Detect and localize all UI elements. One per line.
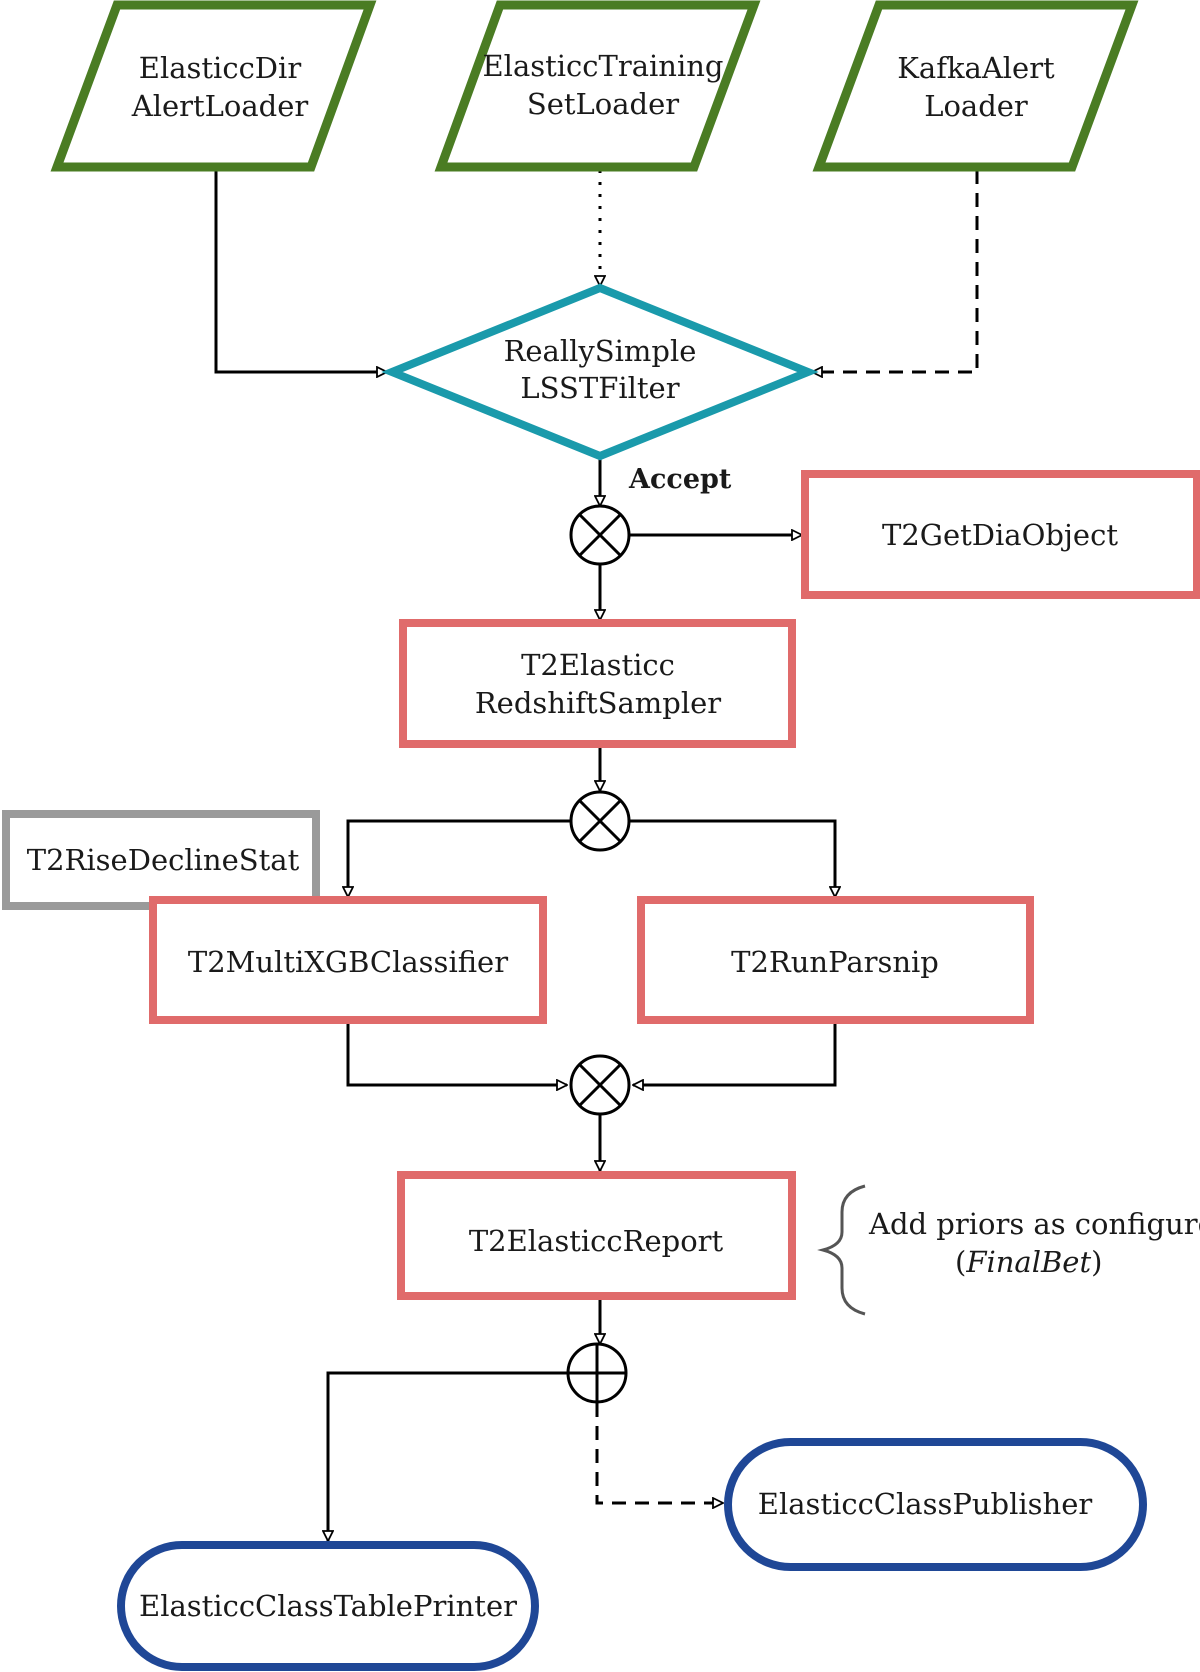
node-label: ElasticcClassPublisher: [758, 1487, 1093, 1521]
node-t2-elasticc-report: T2ElasticcReport: [397, 1171, 796, 1300]
node-label-line2: LSSTFilter: [520, 371, 679, 405]
node-elasticc-class-publisher: ElasticcClassPublisher: [724, 1438, 1147, 1571]
annotation-line2: (FinalBet): [955, 1245, 1102, 1279]
input-parallelogram: [434, 0, 761, 172]
node-t2-run-parsnip: T2RunParsnip: [637, 896, 1034, 1024]
edge-label-accept: Accept: [628, 464, 732, 495]
t2-unit-box: [801, 470, 1200, 599]
t2-unit-box: [637, 896, 1034, 1024]
node-t2-rise-decline-stat: T2RiseDeclineStat: [2, 810, 320, 910]
input-parallelogram: [812, 0, 1139, 172]
node-label-line1: ReallySimple: [504, 334, 697, 368]
edge-xgb-to-junction: [346, 1021, 567, 1085]
node-label-line2: SetLoader: [527, 87, 679, 121]
output-stadium: [117, 1541, 539, 1671]
t2-unit-box: [399, 619, 796, 748]
node-t2-elasticc-redshift-sampler: T2Elasticc RedshiftSampler: [399, 619, 796, 748]
edge-junction-to-parsnip: [630, 819, 835, 897]
edge-parsnip-to-junction: [633, 1021, 837, 1085]
curly-brace: [817, 1184, 866, 1316]
junction-otimes-icon: [569, 790, 631, 852]
node-label-line2: AlertLoader: [131, 89, 309, 123]
edge-kafka-to-filter: [812, 170, 979, 372]
node-label: T2RunParsnip: [731, 945, 939, 979]
t2-unit-box: [397, 1171, 796, 1300]
output-stadium: [724, 1438, 1147, 1571]
node-t2-multi-xgb-classifier: T2MultiXGBClassifier: [149, 896, 547, 1024]
node-label-line2: Loader: [924, 89, 1028, 123]
node-elasticc-training-set-loader: ElasticcTraining SetLoader: [434, 0, 761, 172]
edges: [214, 170, 979, 1541]
edge-oplus-to-publisher: [595, 1403, 723, 1503]
node-label-line1: ElasticcTraining: [483, 49, 724, 83]
node-label: T2RiseDeclineStat: [27, 843, 300, 877]
annotation-paren-open: (: [955, 1245, 966, 1279]
node-label-line1: ElasticcDir: [139, 51, 302, 85]
annotation-finalbet: FinalBet: [965, 1245, 1091, 1279]
node-label: T2MultiXGBClassifier: [188, 945, 508, 979]
node-label: T2GetDiaObject: [882, 518, 1118, 552]
annotation-final-bet: Add priors as configured (FinalBet): [817, 1184, 1200, 1316]
input-parallelogram: [50, 0, 377, 172]
node-label-line2: RedshiftSampler: [475, 686, 721, 720]
node-t2-get-dia-object: T2GetDiaObject: [801, 470, 1200, 599]
node-elasticc-class-table-printer: ElasticcClassTablePrinter: [117, 1541, 539, 1671]
node-really-simple-lsst-filter: ReallySimple LSSTFilter: [381, 283, 819, 461]
t2-unit-box: [149, 896, 547, 1024]
node-label: ElasticcClassTablePrinter: [139, 1589, 517, 1623]
junction-otimes-icon: [569, 1054, 631, 1116]
node-elasticc-dir-alert-loader: ElasticcDir AlertLoader: [50, 0, 377, 172]
junction-oplus-icon: [566, 1342, 628, 1404]
edge-junction-to-xgb: [348, 819, 570, 897]
annotation-paren-close: ): [1091, 1245, 1102, 1279]
junction-otimes-icon: [569, 504, 631, 566]
annotation-line1: Add priors as configured: [868, 1207, 1200, 1241]
edge-dirloader-to-filter: [214, 170, 387, 372]
node-kafka-alert-loader: KafkaAlert Loader: [812, 0, 1139, 172]
node-label: T2ElasticcReport: [469, 1224, 724, 1258]
node-label-line1: T2Elasticc: [521, 648, 675, 682]
edge-oplus-to-tableprinter: [328, 1371, 570, 1541]
filter-diamond: [381, 283, 819, 461]
node-label-line1: KafkaAlert: [897, 51, 1055, 85]
